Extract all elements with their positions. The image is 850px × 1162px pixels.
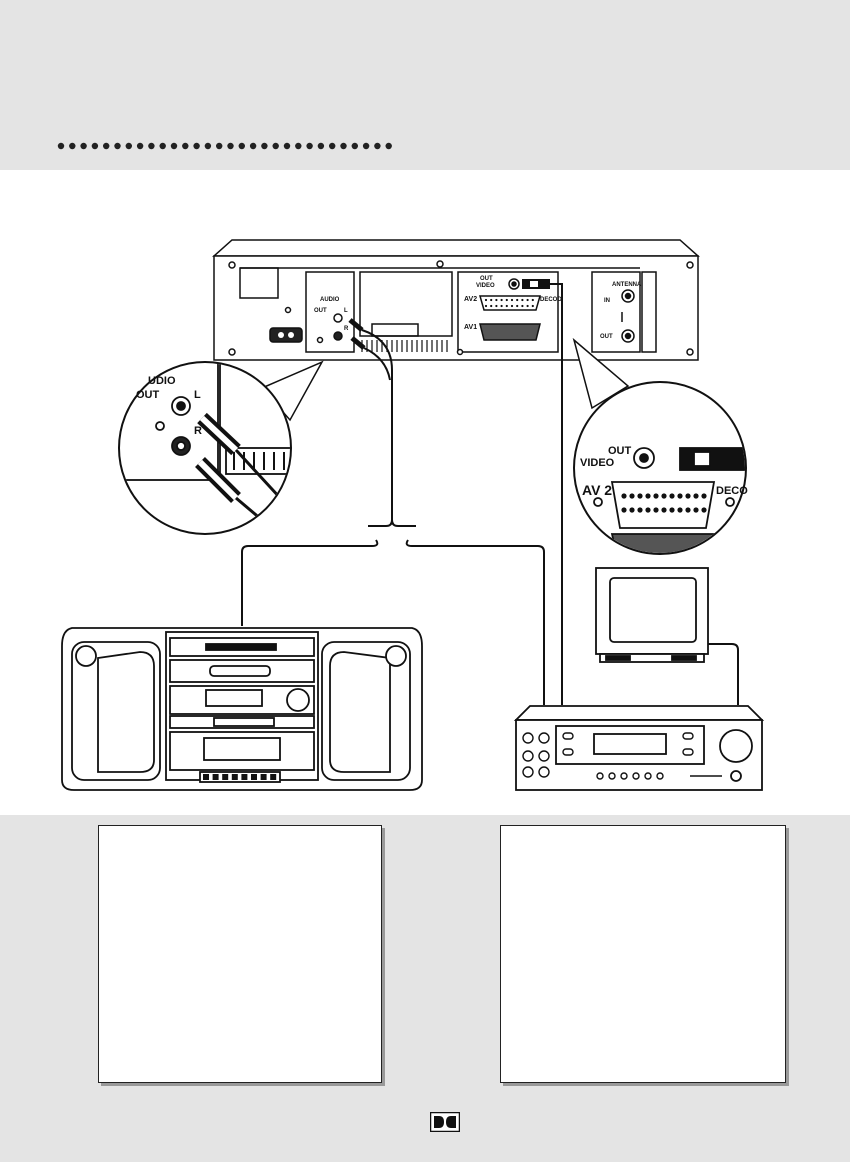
dotted-rule <box>57 142 392 150</box>
zoom-audio-out-label: OUT <box>136 389 160 401</box>
television <box>595 567 709 663</box>
zoom-audio-left-label: L <box>194 389 201 401</box>
vcr-rear-panel <box>212 239 700 361</box>
rear-audio-label: AUDIO <box>320 297 340 303</box>
zoom-audio-label: UDIO <box>148 375 176 387</box>
right-note-panel <box>500 825 786 1083</box>
connection-diagram: AUDIO OUT L R OUT VIDEO AV2 DECOD. AV1 A… <box>61 239 765 791</box>
audio-zoom-callout: UDIO OUT L R <box>118 360 324 535</box>
rear-audio-left-label: L <box>344 308 348 314</box>
rear-av2-label: AV2 <box>464 296 477 303</box>
rear-antenna-label: ANTENNA <box>612 282 642 288</box>
rear-video-label: VIDEO <box>476 283 495 289</box>
rear-video-plug <box>522 279 550 289</box>
header-band <box>0 0 850 170</box>
rear-antenna-out-label: OUT <box>600 334 613 340</box>
rear-av1-label: AV1 <box>464 324 477 331</box>
rear-video-out-label: OUT <box>480 276 493 282</box>
rear-audio-plugs <box>348 318 366 350</box>
zoom-video-label: VIDEO <box>580 457 615 469</box>
video-zoom-callout: OUT VIDEO AV 2 DECO <box>572 337 748 555</box>
rear-decoder-label: DECOD. <box>540 297 564 303</box>
cables <box>241 283 739 705</box>
zoom-av2-label: AV 2 <box>582 482 612 498</box>
boombox <box>61 627 423 791</box>
rear-audio-right-label: R <box>344 326 349 332</box>
zoom-decoder-label: DECO <box>716 485 748 497</box>
dolby-double-d-icon <box>430 1112 460 1132</box>
zoom-audio-right-label: R <box>194 425 202 437</box>
rear-audio-out-label: OUT <box>314 308 327 314</box>
left-note-panel <box>98 825 382 1083</box>
rear-antenna-in-label: IN <box>604 298 610 304</box>
amplifier-receiver <box>513 705 765 791</box>
zoom-video-out-label: OUT <box>608 445 632 457</box>
